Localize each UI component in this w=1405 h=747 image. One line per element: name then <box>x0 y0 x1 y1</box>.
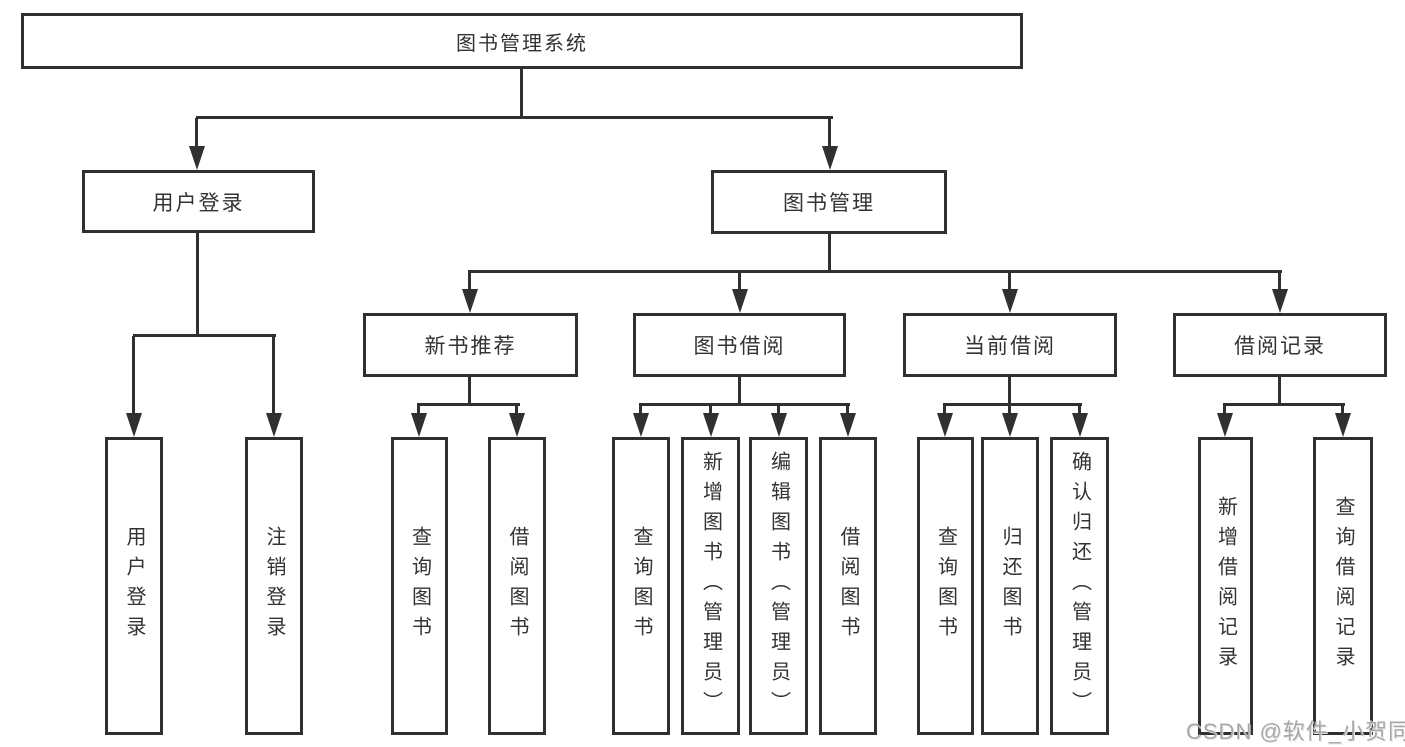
arrowhead-icon <box>411 413 427 437</box>
connector-line <box>1008 377 1011 405</box>
arrowhead-icon <box>266 413 282 437</box>
connector-line <box>828 118 831 148</box>
leaf-query-books-current-label: 查询图书 <box>934 526 957 646</box>
connector-line <box>777 405 780 414</box>
node-user-login: 用户登录 <box>82 170 315 233</box>
connector-line <box>195 118 198 148</box>
connector-line <box>1008 405 1011 414</box>
leaf-borrow-books-borrow-label: 借阅图书 <box>837 526 859 646</box>
arrowhead-icon <box>840 413 856 437</box>
leaf-add-borrow-record: 新增借阅记录 <box>1198 437 1253 735</box>
connector-line <box>639 405 642 414</box>
connector-line <box>468 270 1282 273</box>
arrowhead-icon <box>703 413 719 437</box>
connector-line <box>738 272 741 291</box>
connector-line <box>515 405 518 414</box>
node-new-book-recommend: 新书推荐 <box>363 313 578 377</box>
leaf-query-books-current: 查询图书 <box>917 437 974 735</box>
leaf-query-borrow-record-label: 查询借阅记录 <box>1332 496 1354 676</box>
leaf-query-borrow-record: 查询借阅记录 <box>1313 437 1373 735</box>
leaf-add-book-admin: 新增图书（管理员） <box>681 437 740 735</box>
leaf-borrow-books-borrow: 借阅图书 <box>819 437 877 735</box>
arrowhead-icon <box>1335 413 1351 437</box>
arrowhead-icon <box>732 289 748 313</box>
connector-line <box>417 403 520 406</box>
connector-line <box>1278 377 1281 405</box>
connector-line <box>1341 405 1344 414</box>
node-current-borrowing: 当前借阅 <box>903 313 1117 377</box>
node-book-borrowing-label: 图书借阅 <box>693 335 786 358</box>
arrowhead-icon <box>937 413 953 437</box>
leaf-confirm-return-admin-label: 确认归还（管理员） <box>1068 451 1091 721</box>
leaf-add-borrow-record-label: 新增借阅记录 <box>1214 496 1237 676</box>
connector-line <box>417 405 420 414</box>
connector-line <box>133 334 276 337</box>
arrowhead-icon <box>1217 413 1233 437</box>
arrowhead-icon <box>189 146 205 170</box>
arrowhead-icon <box>462 289 478 313</box>
leaf-add-book-admin-label: 新增图书（管理员） <box>699 451 722 721</box>
csdn-watermark: CSDN @软件_小贺同学 <box>1186 719 1405 744</box>
node-book-management-label: 图书管理 <box>783 192 875 215</box>
node-borrowing-records-label: 借阅记录 <box>1234 335 1326 358</box>
leaf-query-books-borrow-label: 查询图书 <box>630 526 652 646</box>
connector-line <box>1223 403 1345 406</box>
leaf-query-books-recommend-label: 查询图书 <box>408 526 431 646</box>
connector-line <box>709 405 712 414</box>
leaf-return-books: 归还图书 <box>981 437 1039 735</box>
node-book-management: 图书管理 <box>711 170 947 234</box>
leaf-logout: 注销登录 <box>245 437 303 735</box>
leaf-borrow-books-recommend: 借阅图书 <box>488 437 546 735</box>
node-book-borrowing: 图书借阅 <box>633 313 846 377</box>
connector-line <box>1078 405 1081 414</box>
connector-line <box>639 403 850 406</box>
leaf-query-books-recommend: 查询图书 <box>391 437 448 735</box>
arrowhead-icon <box>1002 289 1018 313</box>
node-library-system-label: 图书管理系统 <box>456 32 588 55</box>
arrowhead-icon <box>1272 289 1288 313</box>
connector-line <box>828 234 831 273</box>
arrowhead-icon <box>509 413 525 437</box>
connector-line <box>468 377 471 405</box>
arrowhead-icon <box>1002 413 1018 437</box>
connector-line <box>943 403 1082 406</box>
arrowhead-icon <box>771 413 787 437</box>
leaf-return-books-label: 归还图书 <box>999 526 1021 646</box>
node-current-borrowing-label: 当前借阅 <box>964 335 1056 358</box>
connector-line <box>846 405 849 414</box>
leaf-confirm-return-admin: 确认归还（管理员） <box>1050 437 1109 735</box>
leaf-query-books-borrow: 查询图书 <box>612 437 670 735</box>
connector-line <box>468 272 471 291</box>
leaf-user-login-label: 用户登录 <box>123 526 145 646</box>
arrowhead-icon <box>1072 413 1088 437</box>
leaf-edit-book-admin: 编辑图书（管理员） <box>749 437 808 735</box>
leaf-edit-book-admin-label: 编辑图书（管理员） <box>767 451 790 721</box>
connector-line <box>1008 272 1011 291</box>
connector-line <box>272 336 275 414</box>
arrowhead-icon <box>633 413 649 437</box>
node-library-system: 图书管理系统 <box>21 13 1023 69</box>
connector-line <box>132 336 135 414</box>
leaf-borrow-books-recommend-label: 借阅图书 <box>506 526 528 646</box>
connector-line <box>1223 405 1226 414</box>
node-new-book-recommend-label: 新书推荐 <box>424 335 517 358</box>
connector-line <box>1278 272 1281 291</box>
arrowhead-icon <box>126 413 142 437</box>
leaf-logout-label: 注销登录 <box>263 526 285 646</box>
node-user-login-label: 用户登录 <box>152 191 245 215</box>
connector-line <box>196 233 199 337</box>
node-borrowing-records: 借阅记录 <box>1173 313 1387 377</box>
connector-line <box>943 405 946 414</box>
connector-line <box>196 116 833 119</box>
connector-line <box>738 377 741 405</box>
connector-line <box>520 69 523 118</box>
arrowhead-icon <box>822 146 838 170</box>
leaf-user-login: 用户登录 <box>105 437 163 735</box>
